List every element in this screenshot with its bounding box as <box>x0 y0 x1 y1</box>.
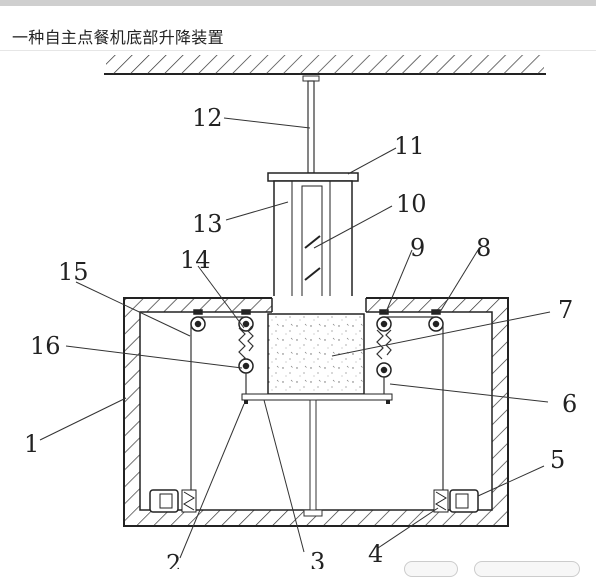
label-8: 8 <box>476 234 491 262</box>
top-plate <box>267 172 359 182</box>
right-pulleys <box>376 309 444 378</box>
viewer-control-left[interactable] <box>404 561 458 577</box>
lift-plate <box>241 393 393 404</box>
label-5: 5 <box>550 446 565 474</box>
label-3: 3 <box>310 548 325 569</box>
page-title: 一种自主点餐机底部升降装置 <box>12 28 224 47</box>
window-top-strip <box>0 0 596 6</box>
label-16: 16 <box>30 332 61 360</box>
right-motor <box>433 489 479 513</box>
label-2: 2 <box>166 550 181 569</box>
label-6: 6 <box>562 390 577 418</box>
patent-drawing: 12 11 13 10 9 8 15 14 7 16 6 1 5 4 2 3 <box>24 55 577 569</box>
lift-block <box>267 313 365 395</box>
label-15: 15 <box>58 258 89 286</box>
lead-screw <box>301 185 323 315</box>
label-1: 1 <box>24 430 39 458</box>
lower-shaft <box>303 399 323 517</box>
leader-lines <box>39 117 551 559</box>
label-11: 11 <box>394 132 425 160</box>
hanging-rod <box>302 75 320 174</box>
title-bar: 一种自主点餐机底部升降装置 <box>0 6 596 51</box>
left-motor <box>149 489 197 513</box>
left-pulleys <box>190 309 254 374</box>
label-10: 10 <box>396 190 427 218</box>
label-12: 12 <box>192 104 223 132</box>
cables <box>190 316 444 498</box>
label-14: 14 <box>180 246 211 274</box>
ceiling <box>104 55 546 75</box>
viewer-control-right[interactable] <box>474 561 580 577</box>
label-13: 13 <box>192 210 223 238</box>
label-4: 4 <box>368 540 383 568</box>
label-9: 9 <box>410 234 425 262</box>
label-7: 7 <box>558 296 573 324</box>
